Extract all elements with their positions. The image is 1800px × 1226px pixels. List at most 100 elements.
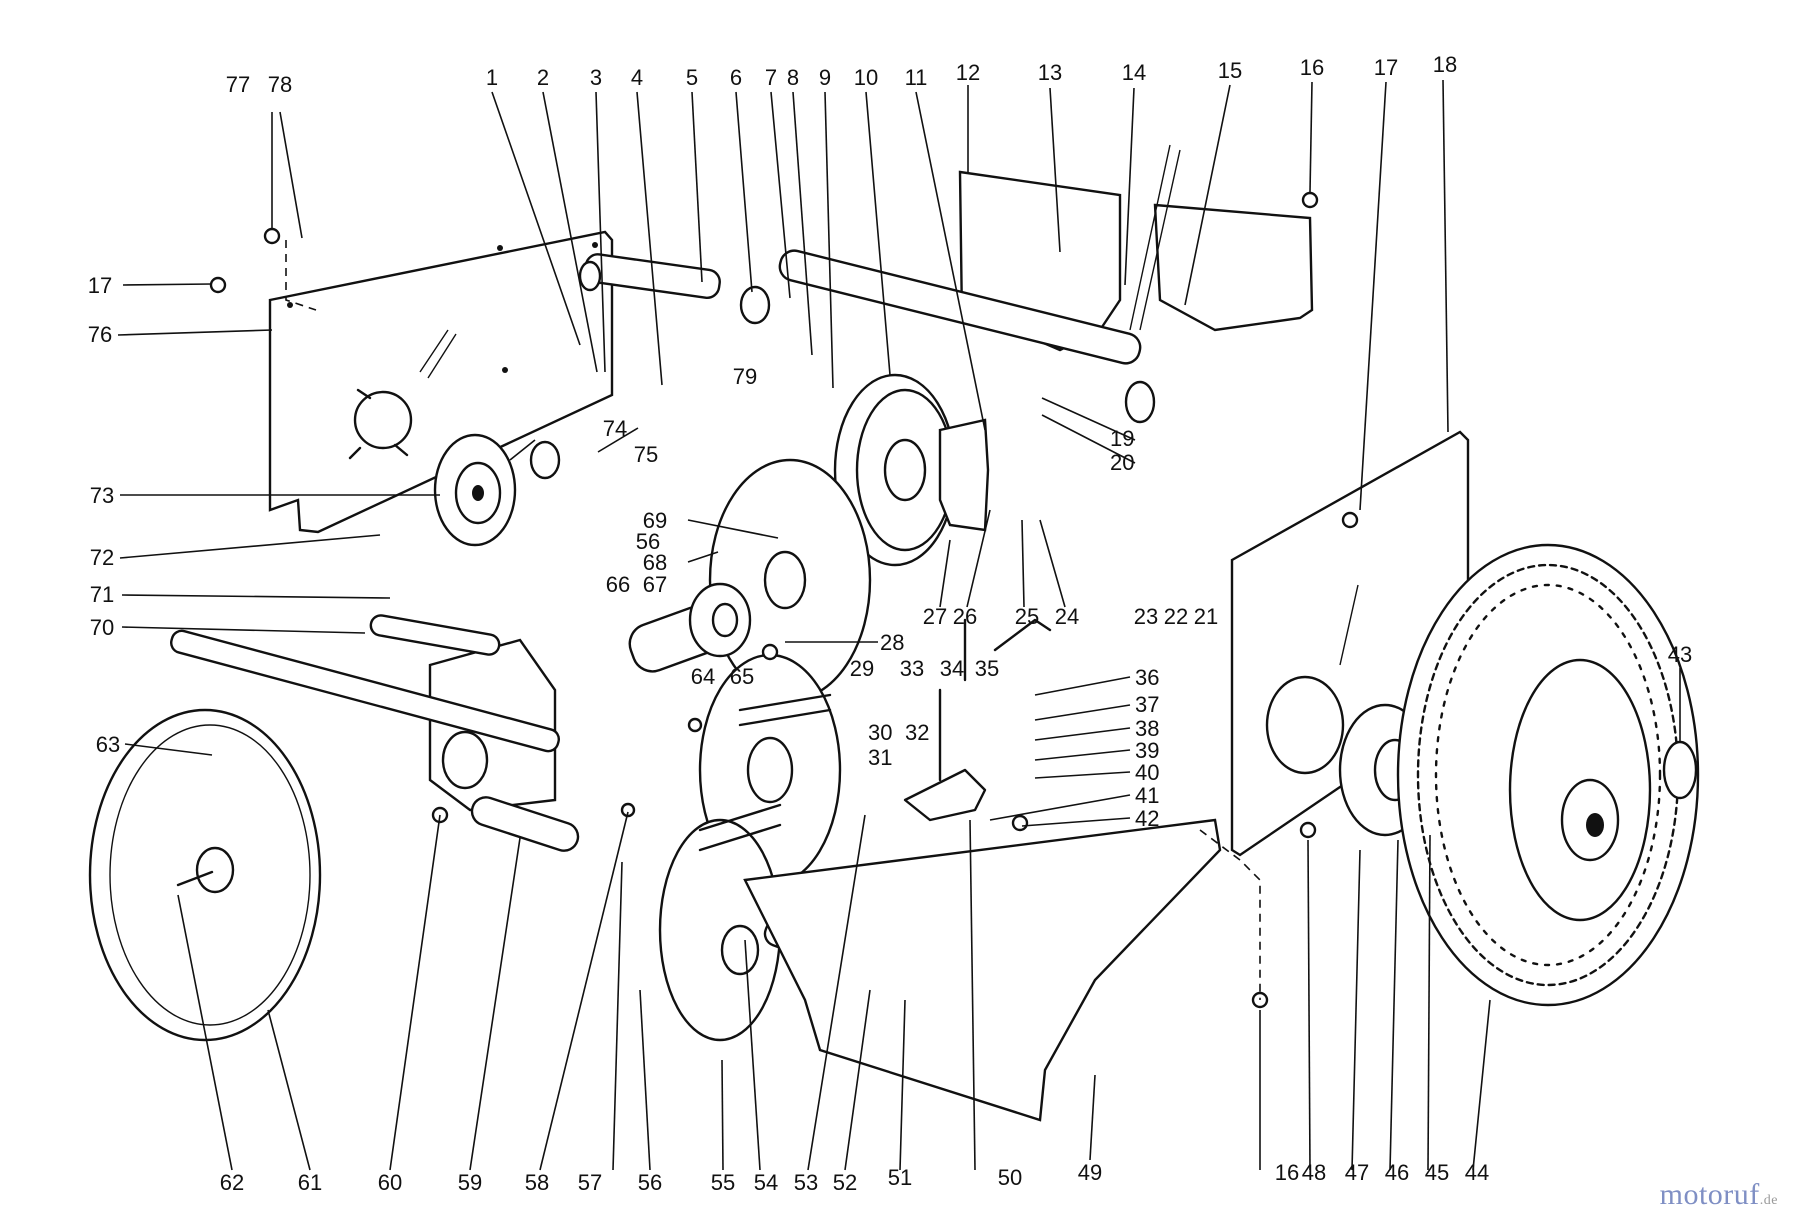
part-label-71: 71 (90, 582, 114, 607)
part-label-43: 43 (1668, 642, 1692, 667)
part-label-37: 37 (1135, 692, 1159, 717)
part-label-12: 12 (956, 60, 980, 85)
part-label-47: 47 (1345, 1160, 1369, 1185)
right-side-plate (1230, 430, 1470, 857)
part-label-32: 32 (905, 720, 929, 745)
part-label-14: 14 (1122, 60, 1146, 85)
leader-lines (117, 79, 1681, 1171)
part-label-17: 17 (1374, 55, 1398, 80)
part-label-68: 68 (643, 550, 667, 575)
part-label-52: 52 (833, 1170, 857, 1195)
watermark-tld: .de (1759, 1193, 1778, 1208)
drive-sprocket-lower (658, 818, 782, 1042)
hub-assembly (628, 582, 752, 673)
part-label-31: 31 (868, 745, 892, 770)
large-wheel-pulley (88, 708, 322, 1042)
part-label-55: 55 (711, 1170, 735, 1195)
part-label-2: 2 (537, 65, 549, 90)
part-label-11: 11 (905, 65, 928, 90)
part-label-7: 7 (765, 65, 777, 90)
part-label-62: 62 (220, 1170, 244, 1195)
part-label-69: 69 (643, 508, 667, 533)
wheel-tire (1396, 543, 1700, 1007)
part-label-58: 58 (525, 1170, 549, 1195)
part-label-50: 50 (998, 1165, 1022, 1190)
part-label-79: 79 (733, 364, 757, 389)
part-label-61: 61 (298, 1170, 322, 1195)
part-label-63: 63 (96, 732, 120, 757)
part-label-56-mid: 56 (636, 529, 660, 554)
part-label-77: 77 (226, 72, 250, 97)
part-label-3: 3 (590, 65, 602, 90)
part-label-21: 21 (1194, 604, 1218, 629)
part-label-76: 76 (88, 322, 112, 347)
part-label-25: 25 (1015, 604, 1039, 629)
watermark-logo: motoruf.de (1660, 1178, 1778, 1212)
part-label-38: 38 (1135, 716, 1159, 741)
part-label-70: 70 (90, 615, 114, 640)
part-label-22: 22 (1164, 604, 1188, 629)
part-label-59: 59 (458, 1170, 482, 1195)
part-label-54: 54 (754, 1170, 778, 1195)
part-label-51: 51 (888, 1165, 912, 1190)
part-label-49: 49 (1078, 1160, 1102, 1185)
left-side-plate (268, 230, 614, 534)
part-label-67: 67 (643, 572, 667, 597)
part-label-15: 15 (1218, 58, 1242, 83)
part-label-39: 39 (1135, 738, 1159, 763)
part-label-28: 28 (880, 630, 904, 655)
small-pulley (433, 433, 561, 547)
part-label-18: 18 (1433, 52, 1457, 77)
part-label-17-left: 17 (88, 273, 112, 298)
part-label-36: 36 (1135, 665, 1159, 690)
part-label-9: 9 (819, 65, 831, 90)
part-label-75: 75 (634, 442, 658, 467)
part-label-30: 30 (868, 720, 892, 745)
part-label-41: 41 (1135, 783, 1159, 808)
part-label-27: 27 (923, 604, 947, 629)
part-label-57: 57 (578, 1170, 602, 1195)
part-label-73: 73 (90, 483, 114, 508)
fasteners (209, 191, 1359, 1009)
part-label-42: 42 (1135, 806, 1159, 831)
part-label-33: 33 (900, 656, 924, 681)
part-label-16: 16 (1300, 55, 1324, 80)
part-label-24: 24 (1055, 604, 1079, 629)
part-label-64: 64 (691, 664, 715, 689)
main-axle (170, 614, 580, 852)
part-label-10: 10 (854, 65, 878, 90)
part-label-4: 4 (631, 65, 643, 90)
shift-fork (903, 618, 1052, 822)
part-label-29: 29 (850, 656, 874, 681)
part-label-26: 26 (953, 604, 977, 629)
part-label-48: 48 (1302, 1160, 1326, 1185)
part-label-72: 72 (90, 545, 114, 570)
part-label-45: 45 (1425, 1160, 1449, 1185)
part-label-74: 74 (603, 416, 627, 441)
part-label-66: 66 (606, 572, 630, 597)
part-label-53: 53 (794, 1170, 818, 1195)
roller-chain (698, 693, 832, 852)
part-label-78: 78 (268, 72, 292, 97)
part-label-56: 56 (638, 1170, 662, 1195)
part-label-8: 8 (787, 65, 799, 90)
part-label-60: 60 (378, 1170, 402, 1195)
part-label-19: 19 (1110, 426, 1134, 451)
drive-assembly-illustration (88, 144, 1700, 1122)
part-label-16-bottom: 16 (1275, 1160, 1299, 1185)
part-label-13: 13 (1038, 60, 1062, 85)
part-label-23: 23 (1134, 604, 1158, 629)
part-label-6: 6 (730, 65, 742, 90)
drive-pulley (833, 373, 990, 567)
part-label-44: 44 (1465, 1160, 1489, 1185)
part-label-65: 65 (730, 664, 754, 689)
part-label-1: 1 (486, 65, 498, 90)
part-label-20: 20 (1110, 450, 1134, 475)
bottom-pan (743, 818, 1222, 1122)
part-label-35: 35 (975, 656, 999, 681)
part-label-5: 5 (686, 65, 698, 90)
part-label-46: 46 (1385, 1160, 1409, 1185)
part-label-40: 40 (1135, 760, 1159, 785)
part-number-labels: 1 2 3 4 5 6 7 8 9 10 11 12 13 14 15 16 1… (88, 52, 1692, 1195)
